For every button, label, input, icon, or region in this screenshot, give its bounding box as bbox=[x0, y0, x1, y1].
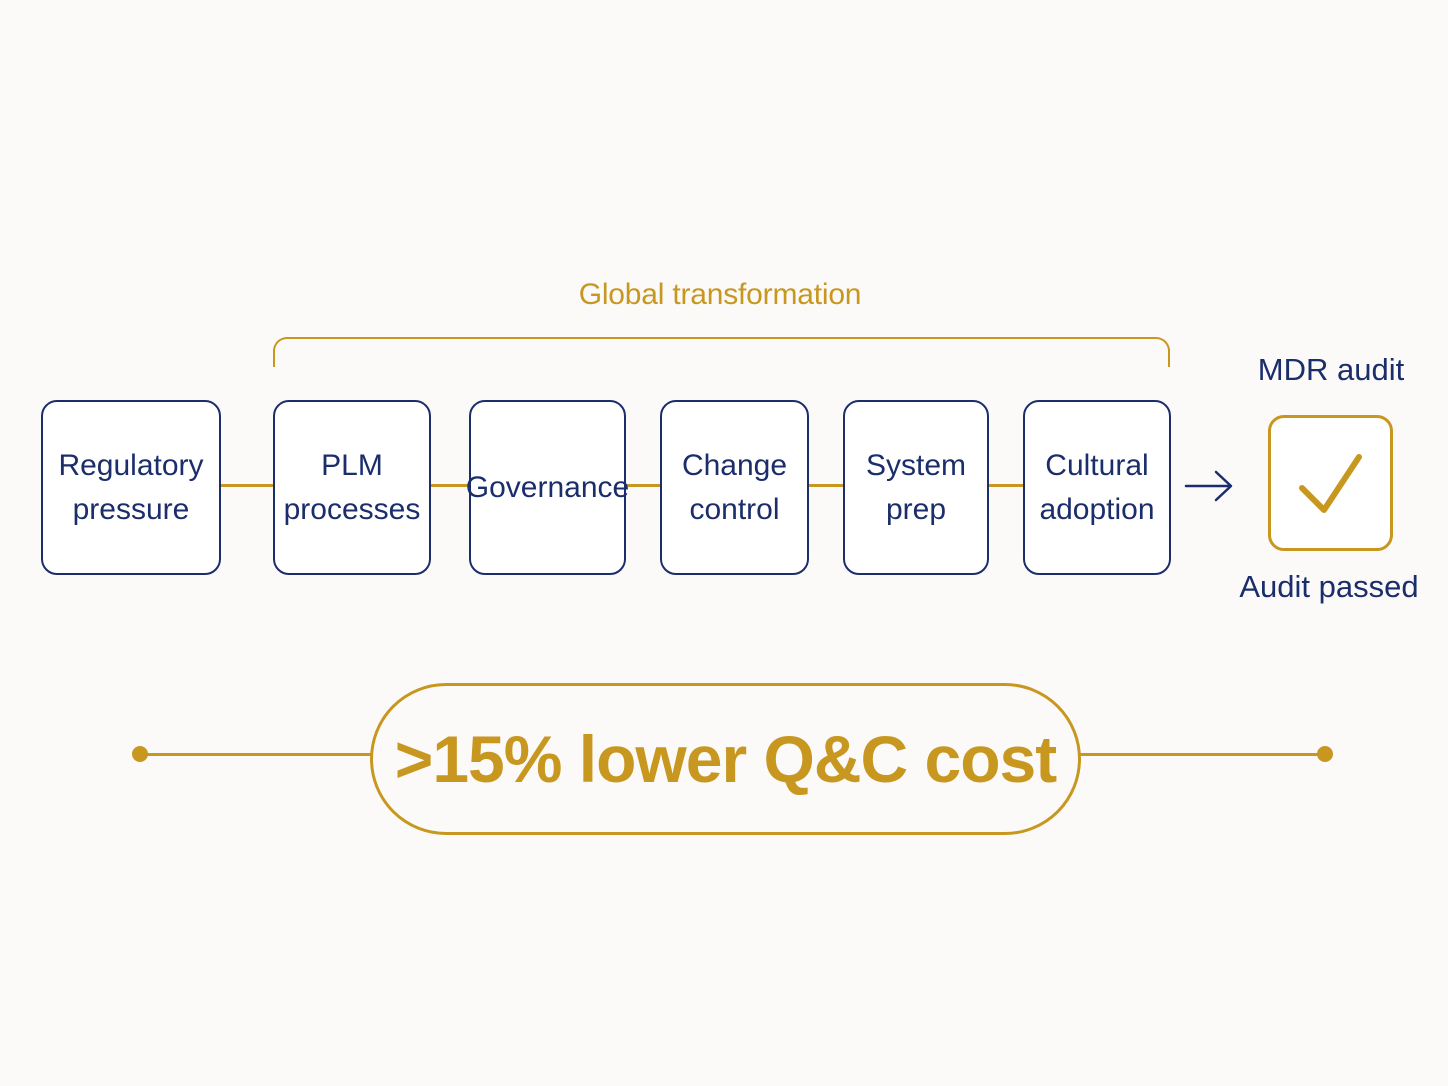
connector bbox=[431, 484, 470, 487]
connector bbox=[221, 484, 274, 487]
connector bbox=[625, 484, 661, 487]
step-label-line1: PLM bbox=[321, 449, 383, 482]
step-label-line2: control bbox=[689, 492, 780, 526]
arrow-right-icon bbox=[1184, 470, 1233, 502]
step-change-control: Change control bbox=[660, 400, 809, 575]
connector bbox=[809, 484, 844, 487]
step-cultural-adoption: Cultural adoption bbox=[1023, 400, 1171, 575]
step-label-line1: System bbox=[865, 449, 967, 482]
step-label-line2: pressure bbox=[72, 492, 190, 526]
step-regulatory-pressure: Regulatory pressure bbox=[41, 400, 221, 575]
step-label-line2: adoption bbox=[1039, 492, 1155, 526]
kpi-line-left bbox=[140, 753, 372, 756]
global-transformation-bracket bbox=[273, 337, 1170, 367]
step-label-line1: Change bbox=[681, 449, 788, 482]
audit-caption: Audit passed bbox=[1239, 569, 1419, 604]
step-system-prep: System prep bbox=[843, 400, 989, 575]
kpi-pill: >15% lower Q&C cost bbox=[370, 683, 1081, 835]
audit-title: MDR audit bbox=[1257, 352, 1405, 387]
step-plm-processes: PLM processes bbox=[273, 400, 431, 575]
checkmark-icon bbox=[1299, 454, 1362, 513]
connector bbox=[988, 484, 1024, 487]
kpi-dot-left bbox=[132, 746, 148, 762]
step-label-line1: Cultural bbox=[1045, 449, 1149, 482]
step-label-line2: processes bbox=[283, 492, 421, 526]
step-governance: Governance bbox=[465, 400, 630, 575]
step-label-line1: Governance bbox=[465, 470, 630, 504]
kpi-text: >15% lower Q&C cost bbox=[394, 722, 1057, 796]
audit-status-box bbox=[1268, 415, 1393, 551]
step-label-line1: Regulatory bbox=[58, 449, 204, 482]
step-label-line2: prep bbox=[885, 492, 947, 526]
kpi-dot-right bbox=[1317, 746, 1333, 762]
bracket-label: Global transformation bbox=[578, 278, 862, 311]
kpi-line-right bbox=[1080, 753, 1325, 756]
